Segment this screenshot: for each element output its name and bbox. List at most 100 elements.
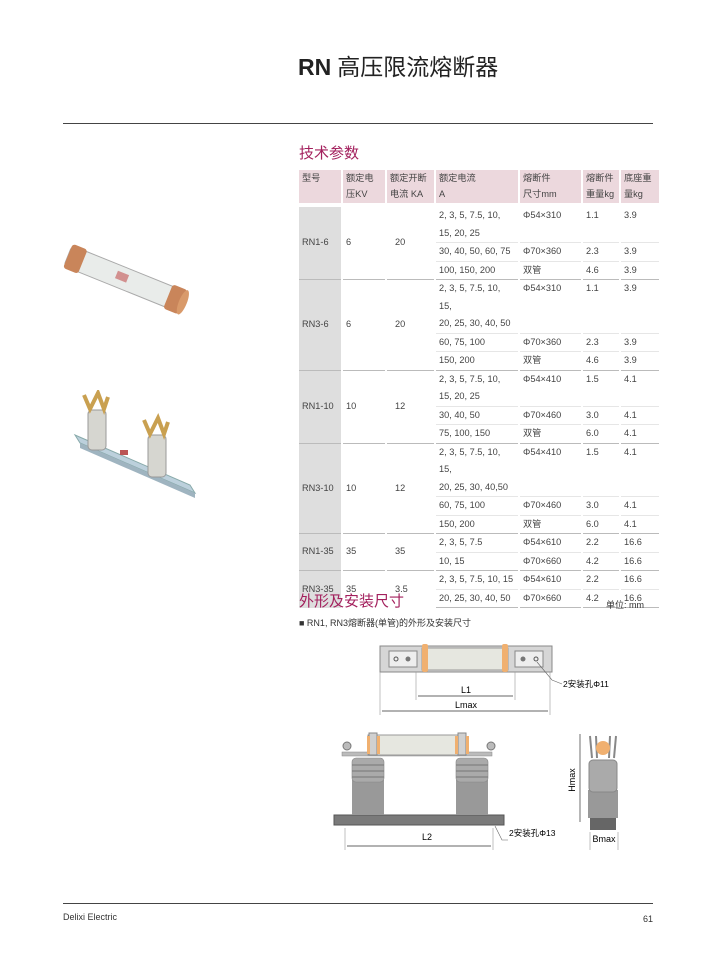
size-cell: Φ70×360 (520, 332, 581, 352)
top-view-drawing: L1 Lmax 2安装孔Φ11 (379, 644, 609, 715)
bmax-label: Bmax (592, 834, 616, 844)
current-cell: 2, 3, 5, 7.5, 10, 15, (436, 279, 518, 315)
fuse-weight-cell: 2.2 (583, 533, 619, 552)
hmax-label: Hmax (567, 768, 577, 792)
base-weight-cell: 4.1 (621, 424, 659, 443)
voltage-cell: 35 (343, 570, 385, 608)
dimension-drawing: L1 Lmax 2安装孔Φ11 L2 2安装孔Φ13 (333, 644, 619, 850)
base-weight-cell: 3.9 (621, 242, 659, 261)
breaking-cell: 20 (387, 279, 434, 370)
size-cell: Φ70×360 (520, 242, 581, 261)
fuse-weight-cell: 6.0 (583, 514, 619, 534)
size-cell: Φ54×610 (520, 533, 581, 552)
lmax-label: Lmax (455, 700, 478, 710)
size-cell: 双管 (520, 514, 581, 534)
dims-section-title: 外形及安装尺寸 (299, 593, 405, 610)
base-weight-cell: 3.9 (621, 332, 659, 352)
base-weight-cell: 4.1 (621, 405, 659, 425)
current-cell: 30, 40, 50, 60, 75 (436, 242, 518, 261)
size-cell: Φ70×660 (520, 551, 581, 571)
voltage-cell: 6 (346, 237, 352, 248)
current-cell: 150, 200 (436, 514, 518, 534)
current-cell: 20, 25, 30, 40, 50 (439, 318, 511, 328)
size-cell: Φ54×310 (523, 210, 562, 220)
current-cell: 75, 100, 150 (436, 424, 518, 443)
size-cell: 双管 (520, 260, 581, 280)
current-cell: 20, 25, 30, 40,50 (439, 481, 508, 492)
table-row: 20, 25, 30, 40, 50 (299, 315, 659, 333)
base-weight-cell: 16.6 (621, 588, 659, 608)
voltage-cell: 6 (343, 279, 385, 370)
hole11-label: 2安装孔Φ11 (563, 679, 609, 689)
page-number: 61 (643, 914, 654, 924)
column-header: 熔断件尺寸mm (520, 170, 581, 203)
base-weight-cell: 3.9 (621, 351, 659, 370)
fuse-weight-cell: 1.5 (583, 442, 619, 497)
current-cell: 60, 75, 100 (436, 332, 518, 352)
fuse-weight-cell: 4.2 (583, 551, 619, 571)
current-cell: 15, 20, 25 (439, 391, 480, 401)
fuse-photo (63, 244, 189, 315)
voltage-cell: 10 (343, 369, 385, 443)
fuse-weight-cell: 4.6 (583, 260, 619, 280)
fuse-weight-cell: 2.3 (583, 332, 619, 352)
current-cell: 2, 3, 5, 7.5, 10, (436, 369, 518, 389)
current-cell: 10, 15 (436, 551, 518, 571)
fuse-base-photo (73, 390, 197, 498)
base-weight-cell: 4.1 (621, 496, 659, 515)
hole13-label: 2安装孔Φ13 (509, 828, 556, 838)
size-cell: Φ70×460 (520, 405, 581, 425)
column-header: 熔断件重量kg (583, 170, 619, 203)
fuse-weight-cell: 1.5 (583, 369, 619, 406)
column-header: 底座重量kg (621, 170, 659, 203)
column-header: 额定电压KV (343, 170, 385, 203)
current-cell: 100, 150, 200 (436, 260, 518, 280)
current-cell: 15, 20, 25 (439, 227, 480, 238)
base-weight-cell: 3.9 (624, 210, 637, 220)
breaking-cell: 12 (387, 442, 434, 534)
base-weight-cell: 16.6 (621, 551, 659, 571)
base-weight-cell: 16.6 (621, 533, 659, 552)
fuse-weight-cell: 2.2 (583, 570, 619, 589)
dims-caption: ■ RN1, RN3熔断器(单管)的外形及安装尺寸 (299, 618, 471, 628)
table-row: 15, 20, 25 (299, 388, 659, 406)
table-row: 20, 25, 30, 40,50 (299, 479, 659, 497)
fuse-weight-cell: 4.6 (583, 351, 619, 370)
size-cell: Φ54×410 (520, 442, 581, 497)
breaking-cell: 12 (387, 369, 434, 443)
size-cell: Φ70×460 (520, 496, 581, 515)
base-weight-cell: 3.9 (621, 260, 659, 280)
front-view-drawing: L2 2安装孔Φ13 (333, 732, 556, 850)
model-cell: RN1-10 (299, 369, 341, 443)
breaking-cell: 35 (387, 533, 434, 570)
voltage-cell: 10 (343, 442, 385, 534)
footer-company: Delixi Electric (63, 912, 118, 922)
l1-label: L1 (461, 685, 471, 695)
size-cell: Φ54×310 (520, 279, 581, 333)
fuse-weight-cell: 6.0 (583, 424, 619, 443)
current-cell: 150, 200 (436, 351, 518, 370)
fuse-weight-cell: 3.0 (583, 496, 619, 515)
size-cell: 双管 (520, 424, 581, 443)
base-weight-cell: 16.6 (621, 570, 659, 589)
header-divider (63, 123, 653, 124)
base-weight-cell: 4.1 (621, 442, 659, 497)
current-cell: 30, 40, 50 (436, 405, 518, 425)
breaking-cell: 20 (395, 237, 406, 248)
fuse-weight-cell: 1.1 (586, 210, 599, 220)
base-weight-cell: 4.1 (621, 514, 659, 534)
